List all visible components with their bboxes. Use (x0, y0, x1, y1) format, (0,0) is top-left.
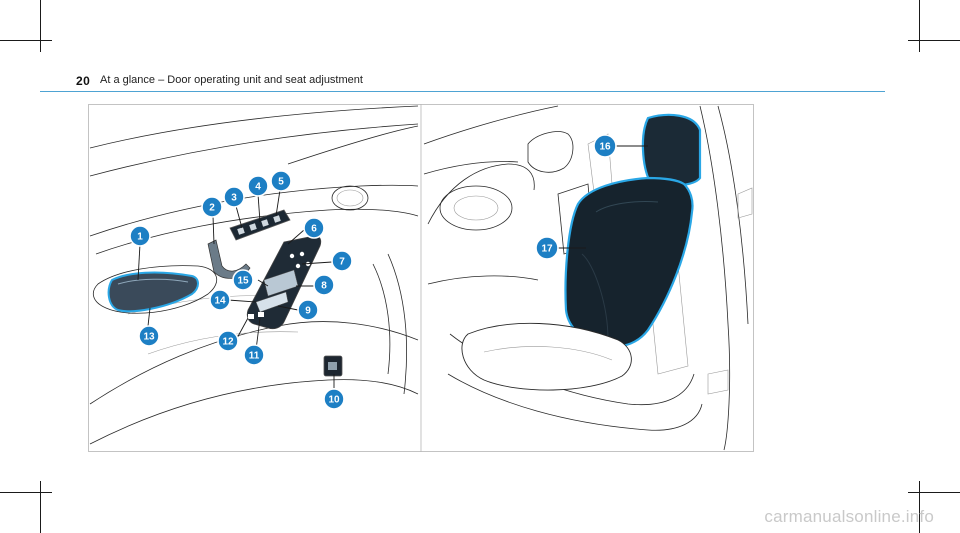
svg-text:5: 5 (278, 177, 284, 188)
svg-text:2: 2 (209, 203, 215, 214)
svg-text:17: 17 (541, 244, 553, 255)
svg-text:9: 9 (305, 306, 311, 317)
callout-10: 10 (323, 388, 345, 410)
svg-text:14: 14 (214, 296, 226, 307)
callout-9: 9 (297, 299, 319, 321)
page-title: At a glance – Door operating unit and se… (100, 74, 363, 86)
crop-mark (0, 40, 52, 41)
illustration-figure: 1 2 3 4 5 6 7 8 9 10 11 12 13 14 15 16 1… (88, 104, 754, 452)
driver-seat (461, 113, 702, 391)
callout-7: 7 (331, 250, 353, 272)
svg-text:15: 15 (237, 276, 249, 287)
svg-text:10: 10 (328, 395, 340, 406)
svg-text:11: 11 (249, 351, 260, 362)
svg-text:13: 13 (143, 332, 155, 343)
callout-12: 12 (217, 330, 239, 352)
svg-text:16: 16 (599, 142, 611, 153)
svg-text:12: 12 (222, 337, 234, 348)
crop-mark (0, 492, 52, 493)
crop-mark (908, 492, 960, 493)
callout-2: 2 (201, 196, 223, 218)
callout-15: 15 (232, 269, 254, 291)
illustration-svg: 1 2 3 4 5 6 7 8 9 10 11 12 13 14 15 16 1… (88, 104, 754, 452)
door-handle (107, 271, 199, 313)
page-number: 20 (76, 74, 91, 88)
window-switch-panel (229, 209, 291, 241)
svg-text:4: 4 (255, 182, 261, 193)
page-header: 20 At a glance – Door operating unit and… (40, 70, 885, 92)
callout-4: 4 (247, 175, 269, 197)
small-switch (323, 355, 343, 377)
svg-text:8: 8 (321, 281, 327, 292)
callout-6: 6 (303, 217, 325, 239)
crop-mark (40, 481, 41, 533)
crop-mark (919, 0, 920, 52)
svg-text:1: 1 (137, 232, 143, 243)
callout-17: 17 (535, 236, 559, 260)
svg-text:3: 3 (231, 193, 237, 204)
callout-11: 11 (243, 344, 265, 366)
crop-mark (919, 481, 920, 533)
door-lever (207, 239, 251, 279)
svg-text:6: 6 (311, 224, 317, 235)
callout-13: 13 (138, 325, 160, 347)
watermark: carmanualsonline.info (764, 507, 934, 526)
callout-5: 5 (270, 170, 292, 192)
callout-1: 1 (129, 225, 151, 247)
svg-text:7: 7 (339, 257, 345, 268)
callout-16: 16 (593, 134, 617, 158)
callout-14: 14 (209, 289, 231, 311)
callout-8: 8 (313, 274, 335, 296)
callout-3: 3 (223, 186, 245, 208)
crop-mark (40, 0, 41, 52)
crop-mark (908, 40, 960, 41)
right-leader-lines (558, 145, 648, 249)
header-rule (40, 91, 885, 92)
seat-control-panel (246, 235, 322, 330)
